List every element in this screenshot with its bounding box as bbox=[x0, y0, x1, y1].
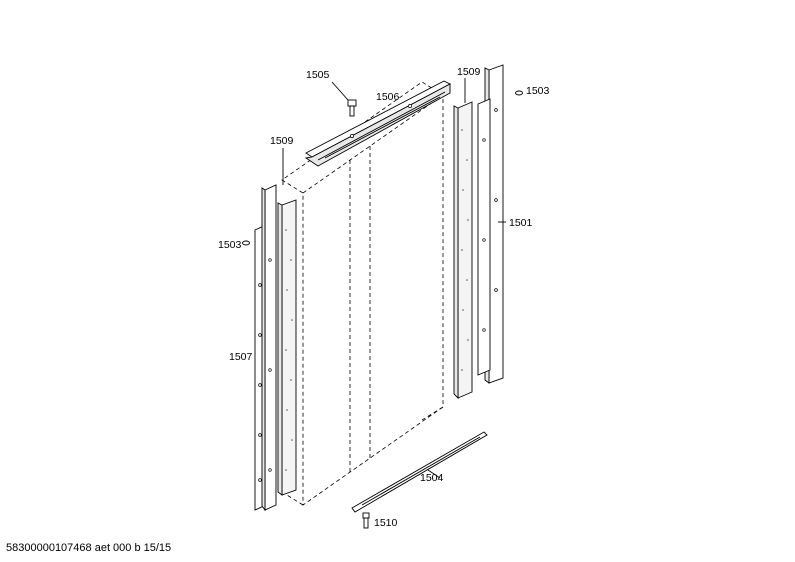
top-rail-1506 bbox=[304, 80, 451, 167]
screw-1505 bbox=[331, 81, 357, 117]
foam-strip-1509-left bbox=[277, 199, 297, 496]
label-1509-top: 1509 bbox=[457, 66, 481, 78]
label-1510: 1510 bbox=[374, 517, 398, 529]
side-strip-left-inner bbox=[261, 184, 277, 512]
label-1504: 1504 bbox=[420, 472, 444, 484]
label-1503-left: 1503 bbox=[218, 239, 242, 251]
cabinet-body-outline bbox=[281, 81, 444, 506]
label-1505: 1505 bbox=[306, 69, 330, 81]
screw-1503-left bbox=[242, 240, 250, 246]
bottom-rail-1504 bbox=[351, 431, 488, 513]
label-1506: 1506 bbox=[376, 91, 400, 103]
document-id-footer: 58300000107468 aet 000 b 15/15 bbox=[6, 542, 172, 554]
label-1501: 1501 bbox=[509, 217, 533, 229]
screw-1510 bbox=[362, 512, 370, 529]
side-strip-right-inner bbox=[477, 98, 491, 376]
screw-1503-right bbox=[515, 90, 523, 96]
foam-strip-1509-right bbox=[453, 101, 473, 400]
label-1509-left: 1509 bbox=[270, 135, 294, 147]
leader-lines bbox=[282, 78, 506, 479]
label-1503-top: 1503 bbox=[526, 85, 550, 97]
label-1507: 1507 bbox=[229, 351, 253, 363]
